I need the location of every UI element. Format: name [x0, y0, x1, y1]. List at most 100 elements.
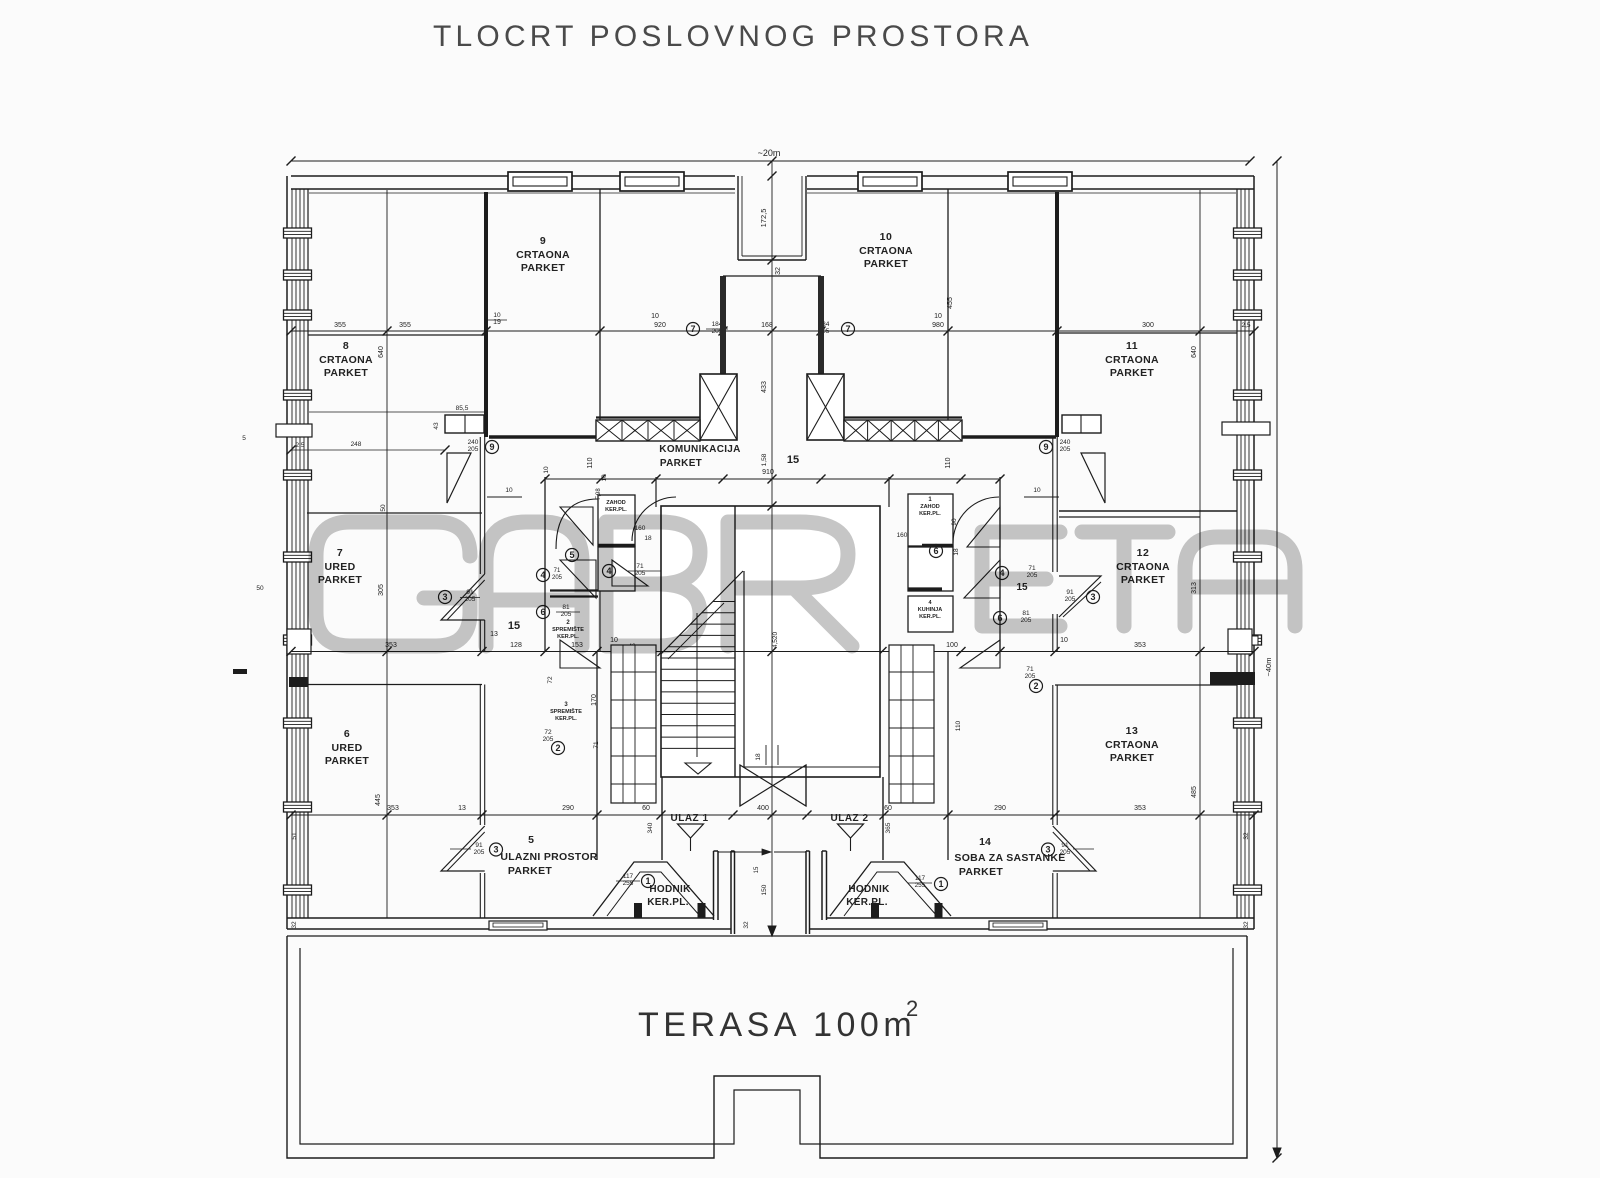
svg-text:2: 2 [906, 996, 918, 1021]
svg-text:4,520: 4,520 [772, 631, 779, 648]
svg-text:2: 2 [566, 620, 570, 626]
svg-text:72: 72 [547, 676, 554, 684]
svg-text:117: 117 [915, 875, 926, 882]
svg-text:1: 1 [938, 879, 943, 889]
svg-text:90: 90 [951, 518, 958, 526]
svg-text:32: 32 [291, 921, 298, 929]
svg-text:URED: URED [332, 742, 363, 754]
svg-text:455: 455 [947, 297, 954, 309]
svg-text:110: 110 [587, 457, 594, 468]
svg-text:10: 10 [601, 474, 608, 482]
svg-text:110: 110 [955, 720, 962, 731]
svg-text:485: 485 [1191, 786, 1198, 798]
svg-text:255: 255 [915, 882, 926, 889]
svg-text:URED: URED [325, 561, 356, 573]
svg-text:6: 6 [540, 607, 545, 617]
svg-text:91: 91 [475, 842, 483, 849]
svg-text:PARKET: PARKET [325, 755, 369, 767]
svg-text:110: 110 [945, 457, 952, 468]
svg-text:PARKET: PARKET [508, 865, 552, 877]
svg-text:18: 18 [953, 548, 960, 556]
svg-text:71: 71 [1028, 565, 1036, 572]
svg-text:640: 640 [1191, 346, 1198, 358]
svg-text:PARKET: PARKET [318, 574, 362, 586]
svg-text:355: 355 [399, 322, 411, 329]
svg-text:PARKET: PARKET [1110, 752, 1154, 764]
svg-text:18: 18 [755, 753, 762, 761]
svg-text:5: 5 [528, 834, 534, 846]
svg-text:1,58: 1,58 [761, 453, 768, 466]
svg-text:PARKET: PARKET [864, 258, 908, 270]
svg-text:CRTAONA: CRTAONA [1105, 354, 1159, 366]
svg-text:32: 32 [1243, 832, 1250, 840]
svg-text:60: 60 [884, 805, 892, 812]
svg-text:290: 290 [994, 805, 1006, 812]
svg-text:5: 5 [569, 550, 574, 560]
svg-text:43: 43 [433, 422, 440, 430]
svg-text:205: 205 [543, 736, 554, 743]
svg-text:50: 50 [256, 585, 264, 592]
svg-text:205: 205 [635, 570, 646, 577]
svg-text:15: 15 [508, 620, 520, 632]
svg-text:400: 400 [757, 805, 769, 812]
svg-text:305: 305 [378, 584, 385, 596]
svg-text:10: 10 [505, 487, 513, 494]
svg-text:365: 365 [885, 822, 892, 833]
svg-text:60: 60 [642, 805, 650, 812]
svg-text:2: 2 [1033, 681, 1038, 691]
svg-text:9: 9 [1043, 442, 1048, 452]
svg-text:PARKET: PARKET [1110, 367, 1154, 379]
svg-text:2,5: 2,5 [295, 442, 304, 449]
svg-text:205: 205 [552, 575, 563, 581]
svg-text:10: 10 [651, 313, 659, 320]
svg-text:980: 980 [932, 322, 944, 329]
svg-text:PARKET: PARKET [959, 866, 1003, 878]
svg-text:PARKET: PARKET [660, 458, 702, 469]
svg-text:184: 184 [712, 321, 723, 328]
svg-text:PARKET: PARKET [521, 262, 565, 274]
svg-text:11: 11 [1126, 340, 1138, 352]
svg-text:15: 15 [754, 866, 760, 873]
svg-text:2: 2 [555, 743, 560, 753]
svg-text:10: 10 [880, 231, 893, 243]
svg-text:19: 19 [493, 319, 501, 326]
svg-text:13: 13 [490, 631, 498, 638]
svg-text:4: 4 [928, 600, 932, 606]
svg-text:KER.PL.: KER.PL. [846, 897, 888, 908]
svg-text:5: 5 [242, 435, 246, 442]
svg-text:KER.PL.: KER.PL. [555, 716, 577, 722]
svg-text:248: 248 [351, 441, 362, 448]
svg-text:205: 205 [474, 849, 485, 856]
svg-text:255: 255 [623, 880, 634, 887]
svg-text:KUHINJA: KUHINJA [918, 607, 942, 613]
svg-text:7: 7 [337, 547, 343, 559]
svg-text:100: 100 [946, 642, 958, 649]
svg-text:205: 205 [1065, 596, 1076, 603]
svg-text:ZAHOD: ZAHOD [606, 500, 626, 506]
svg-text:640: 640 [378, 346, 385, 358]
svg-text:8: 8 [343, 340, 349, 352]
svg-text:9: 9 [540, 235, 546, 247]
svg-text:13: 13 [1126, 725, 1139, 737]
svg-text:18: 18 [644, 535, 652, 542]
svg-text:ULAZNI PROSTOR: ULAZNI PROSTOR [500, 851, 597, 863]
svg-text:205: 205 [712, 328, 723, 335]
svg-text:205: 205 [819, 328, 830, 335]
svg-text:170: 170 [591, 694, 598, 706]
svg-text:4: 4 [540, 570, 545, 580]
svg-text:205: 205 [468, 446, 479, 453]
svg-text:10: 10 [1033, 487, 1041, 494]
svg-text:ULAZ 1: ULAZ 1 [671, 813, 709, 824]
svg-text:ULAZ 2: ULAZ 2 [831, 813, 869, 824]
svg-text:50: 50 [380, 504, 387, 512]
svg-text:3: 3 [493, 845, 498, 855]
svg-text:13: 13 [458, 805, 466, 812]
svg-text:71: 71 [554, 568, 561, 574]
svg-text:353: 353 [387, 805, 399, 812]
svg-text:PARKET: PARKET [1121, 574, 1165, 586]
svg-text:117: 117 [623, 873, 634, 880]
svg-text:10: 10 [1060, 637, 1068, 644]
svg-text:6: 6 [997, 613, 1002, 623]
svg-text:205: 205 [561, 611, 572, 618]
svg-text:KER.PL.: KER.PL. [647, 897, 689, 908]
